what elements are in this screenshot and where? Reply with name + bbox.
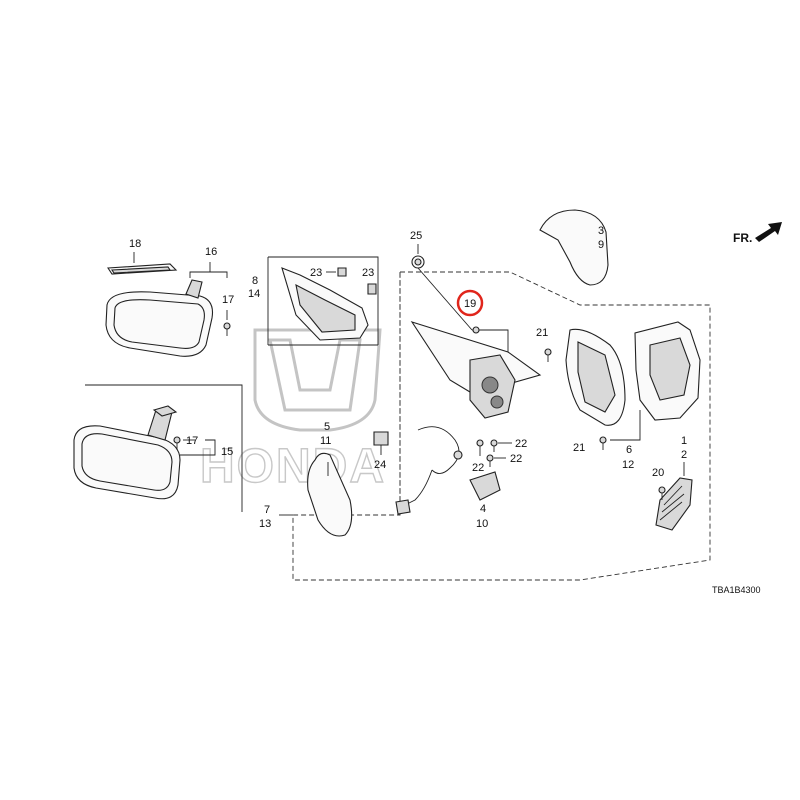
part-3-skull-cap [539, 209, 609, 286]
part-6-housing-inner [634, 321, 701, 421]
inside-rearview-mirror-upper [105, 279, 214, 357]
callout-15: 15 [221, 446, 233, 458]
part-5-mirror-glass [307, 452, 353, 537]
callout-14: 14 [248, 288, 260, 300]
screw-17-upper [223, 322, 231, 336]
callout-16: 16 [205, 246, 217, 258]
wiring-harness [395, 426, 463, 515]
callout-4: 4 [480, 503, 486, 515]
callout-7: 7 [264, 504, 270, 516]
callout-17a: 17 [222, 294, 234, 306]
screw-21-lower [599, 436, 607, 450]
inside-rearview-mirror-lower [73, 405, 181, 500]
callout-3: 3 [598, 225, 604, 237]
callout-5: 5 [324, 421, 330, 433]
front-arrow-icon [755, 222, 782, 242]
screw-19 [472, 326, 480, 334]
callout-25: 25 [410, 230, 422, 242]
clip-23-b [367, 283, 377, 295]
callout-18: 18 [129, 238, 141, 250]
screw-21-upper [544, 348, 552, 362]
callout-22c: 22 [510, 453, 522, 465]
callout-10: 10 [476, 518, 488, 530]
callout-24: 24 [374, 459, 386, 471]
assembly-boundary [292, 271, 711, 581]
callout-22a: 22 [515, 438, 527, 450]
callout-21a: 21 [536, 327, 548, 339]
part-24-clip [373, 431, 389, 455]
callout-9: 9 [598, 239, 604, 251]
part-25-grommet [411, 244, 425, 269]
screws-22 [476, 439, 498, 467]
part-6-mirror-housing [565, 328, 626, 426]
callout-17b: 17 [186, 435, 198, 447]
callout-19-highlight [456, 289, 484, 317]
clip-23-a [337, 267, 347, 277]
callout-23b: 23 [362, 267, 374, 279]
callout-labels: 18 16 17 8 14 23 23 25 19 3 9 21 17 15 5… [129, 225, 687, 530]
callout-22b: 22 [472, 462, 484, 474]
callout-21b: 21 [573, 442, 585, 454]
callout-11: 11 [320, 435, 331, 447]
callout-8: 8 [252, 275, 258, 287]
callout-12: 12 [622, 459, 634, 471]
screw-17-lower [173, 436, 181, 450]
honda-watermark: HONDA [199, 328, 386, 494]
front-label: FR. [733, 231, 752, 245]
callout-6: 6 [626, 444, 632, 456]
part-4-skull-cap-lower [469, 471, 501, 501]
screw-20 [658, 486, 666, 500]
callout-2: 2 [681, 449, 687, 461]
part-1-turn-signal [655, 477, 693, 531]
callout-1: 1 [681, 435, 687, 447]
diagram-code: TBA1B4300 [712, 585, 761, 595]
part-18-cover [107, 252, 178, 275]
callout-23a: 23 [310, 267, 322, 279]
mirror-actuator-assembly [410, 321, 542, 419]
callout-19: 19 [464, 298, 476, 310]
callout-20: 20 [652, 467, 664, 479]
part-8-mirror-base-cover [281, 267, 369, 341]
watermark-text: HONDA [200, 440, 386, 493]
front-direction-indicator: FR. [733, 222, 782, 245]
callout-13: 13 [259, 518, 271, 530]
